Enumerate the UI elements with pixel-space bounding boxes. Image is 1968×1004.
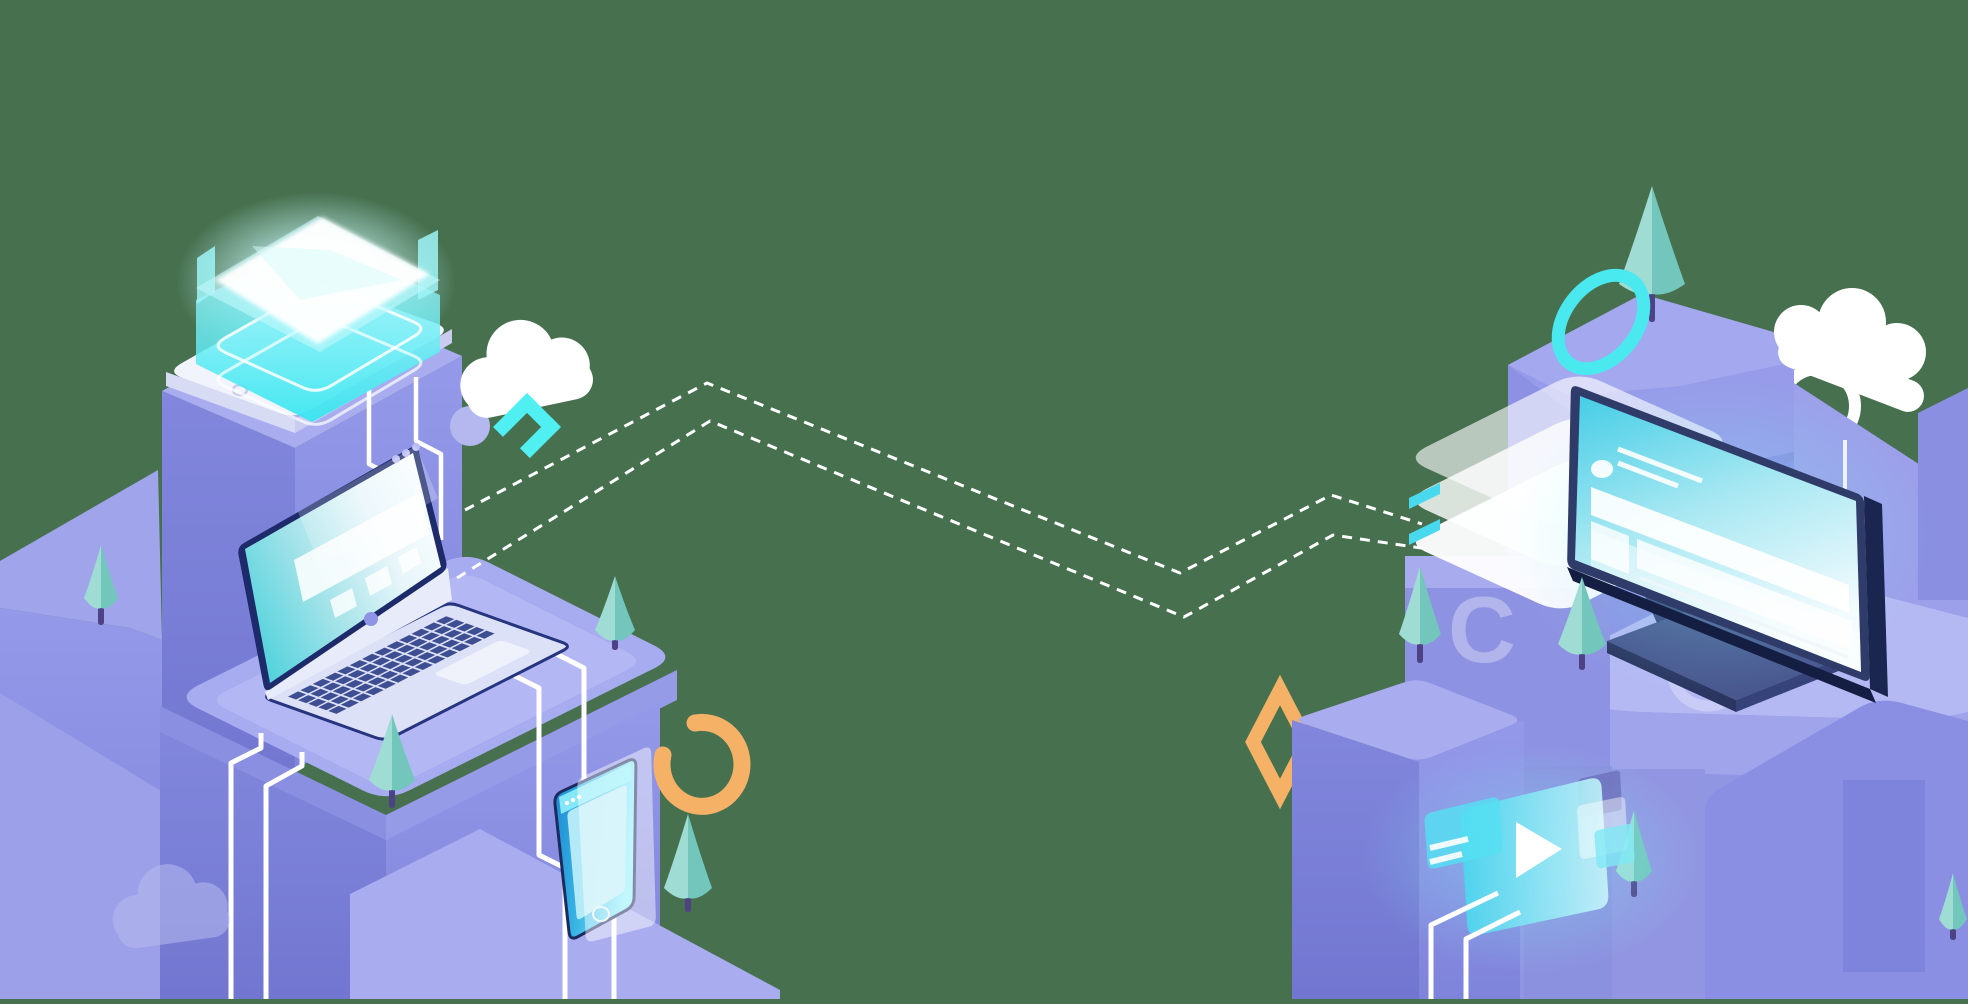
svg-text:C: C <box>1448 577 1516 682</box>
